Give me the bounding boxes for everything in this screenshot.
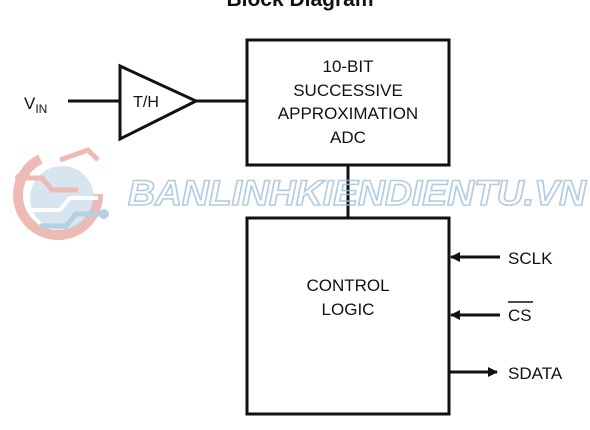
track-hold-label: T/H [133, 94, 159, 111]
adc-block [245, 38, 451, 167]
adc-label-line-2: SUCCESSIVE [293, 81, 403, 100]
diagram-title: Block Diagram [226, 0, 373, 11]
adc-label-line-4: ADC [330, 128, 366, 147]
track-hold-amplifier [118, 63, 200, 142]
adc-label-line-3: APPROXIMATION [278, 104, 418, 123]
sclk-label: SCLK [508, 249, 553, 268]
control-logic-block [245, 216, 451, 416]
sdata-label: SDATA [508, 364, 563, 383]
watermark-logo [13, 147, 109, 240]
watermark-text: BANLINHKIENDIENTU.VN [128, 174, 587, 213]
control-label-line-1: CONTROL [306, 276, 389, 295]
input-label-main: V [24, 94, 36, 113]
control-label-line-2: LOGIC [322, 300, 375, 319]
input-label-subscript: IN [35, 102, 47, 116]
adc-label-line-1: 10-BIT [322, 57, 373, 76]
cs-label: CS [508, 306, 532, 325]
input-label-vin: VIN [24, 94, 47, 116]
